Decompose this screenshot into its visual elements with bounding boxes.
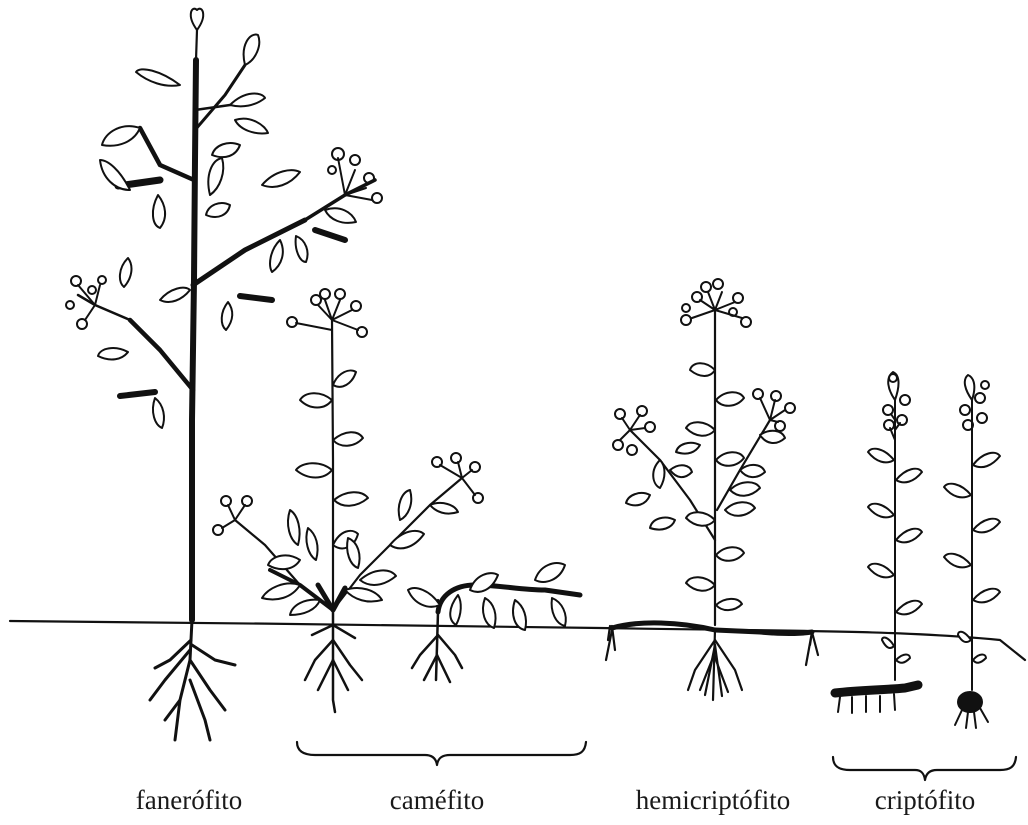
label-hemicriptofito: hemicriptófito bbox=[636, 787, 790, 814]
criptofito-bracket bbox=[833, 757, 1016, 780]
fanerofito-plant bbox=[66, 9, 382, 740]
label-fanerofito: fanerófito bbox=[136, 787, 242, 814]
camefito-bracket bbox=[297, 742, 586, 765]
criptofito-plant-rhizome bbox=[835, 372, 922, 713]
camefito-plant-creeping bbox=[408, 563, 580, 682]
camefito-plant-upright bbox=[213, 289, 483, 712]
label-camefito: caméfito bbox=[390, 787, 484, 814]
label-criptofito: criptófito bbox=[875, 787, 975, 814]
hemicriptofito-plant bbox=[606, 279, 818, 700]
criptofito-plant-bulb bbox=[944, 375, 1000, 728]
